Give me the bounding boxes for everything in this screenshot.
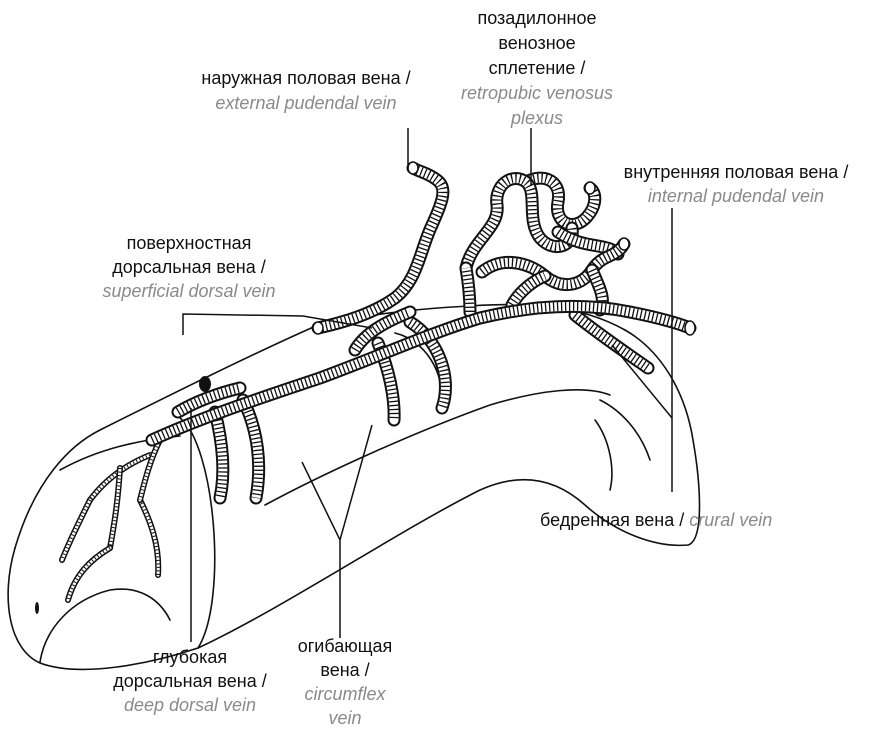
retropubic-connector-vein	[512, 276, 545, 305]
label-ru-line: внутренняя половая вена /	[606, 160, 866, 184]
label-ru-line: бедренная вена /	[540, 510, 684, 530]
label-en-line: circumflex	[215, 682, 475, 706]
vein-cap	[685, 321, 695, 335]
label-en-line: retropubic venosus	[407, 81, 667, 106]
vein-cap	[408, 162, 418, 174]
retropubic-plexus-label: позадилонное венозное сплетение / retrop…	[407, 6, 667, 131]
label-ru-line: позадилонное	[407, 6, 667, 31]
label-ru-line: огибающая	[215, 634, 475, 658]
crural-vein-label: бедренная вена / crural vein	[540, 508, 772, 532]
label-en-line: vein	[215, 706, 475, 730]
glans-vein	[62, 500, 90, 560]
label-ru-line: наружная половая вена /	[176, 66, 436, 91]
label-ru-line: сплетение /	[407, 56, 667, 81]
label-en-line: internal pudendal vein	[606, 184, 866, 208]
label-ru-line: вена /	[215, 658, 475, 682]
external-pudendal-vein-label: наружная половая вена / external pudenda…	[176, 66, 436, 116]
circumflex-vein	[215, 412, 223, 498]
skin-fold-2	[595, 420, 612, 490]
skin-fold-1	[600, 400, 650, 460]
label-en-line: plexus	[407, 106, 667, 131]
corona-outline	[180, 418, 215, 648]
vein-cap	[313, 322, 323, 334]
circumflex-vein	[243, 400, 259, 498]
vein-cap-dark	[199, 376, 211, 392]
label-en-line: external pudendal vein	[176, 91, 436, 116]
meatus	[35, 602, 39, 614]
internal-pudendal-vein-label: внутренняя половая вена / internal puden…	[606, 160, 866, 208]
label-en-line: superficial dorsal vein	[59, 279, 319, 303]
shaft-top-outline	[15, 305, 625, 548]
label-ru-line: дорсальная вена /	[59, 255, 319, 279]
label-en-line: crural vein	[689, 510, 772, 530]
external-pudendal-vein	[318, 168, 443, 328]
vein-cap	[619, 238, 629, 250]
vein-cap	[585, 182, 595, 194]
label-ru-line: венозное	[407, 31, 667, 56]
glans-vein	[140, 500, 158, 575]
vein-segment	[318, 168, 443, 328]
glans-vein	[140, 440, 160, 500]
circumflex-vein-label: огибающая вена / circumflex vein	[215, 634, 475, 730]
label-ru-line: поверхностная	[59, 231, 319, 255]
superficial-dorsal-vein-label: поверхностная дорсальная вена / superfic…	[59, 231, 319, 303]
retropubic-connector-vein	[466, 268, 470, 312]
